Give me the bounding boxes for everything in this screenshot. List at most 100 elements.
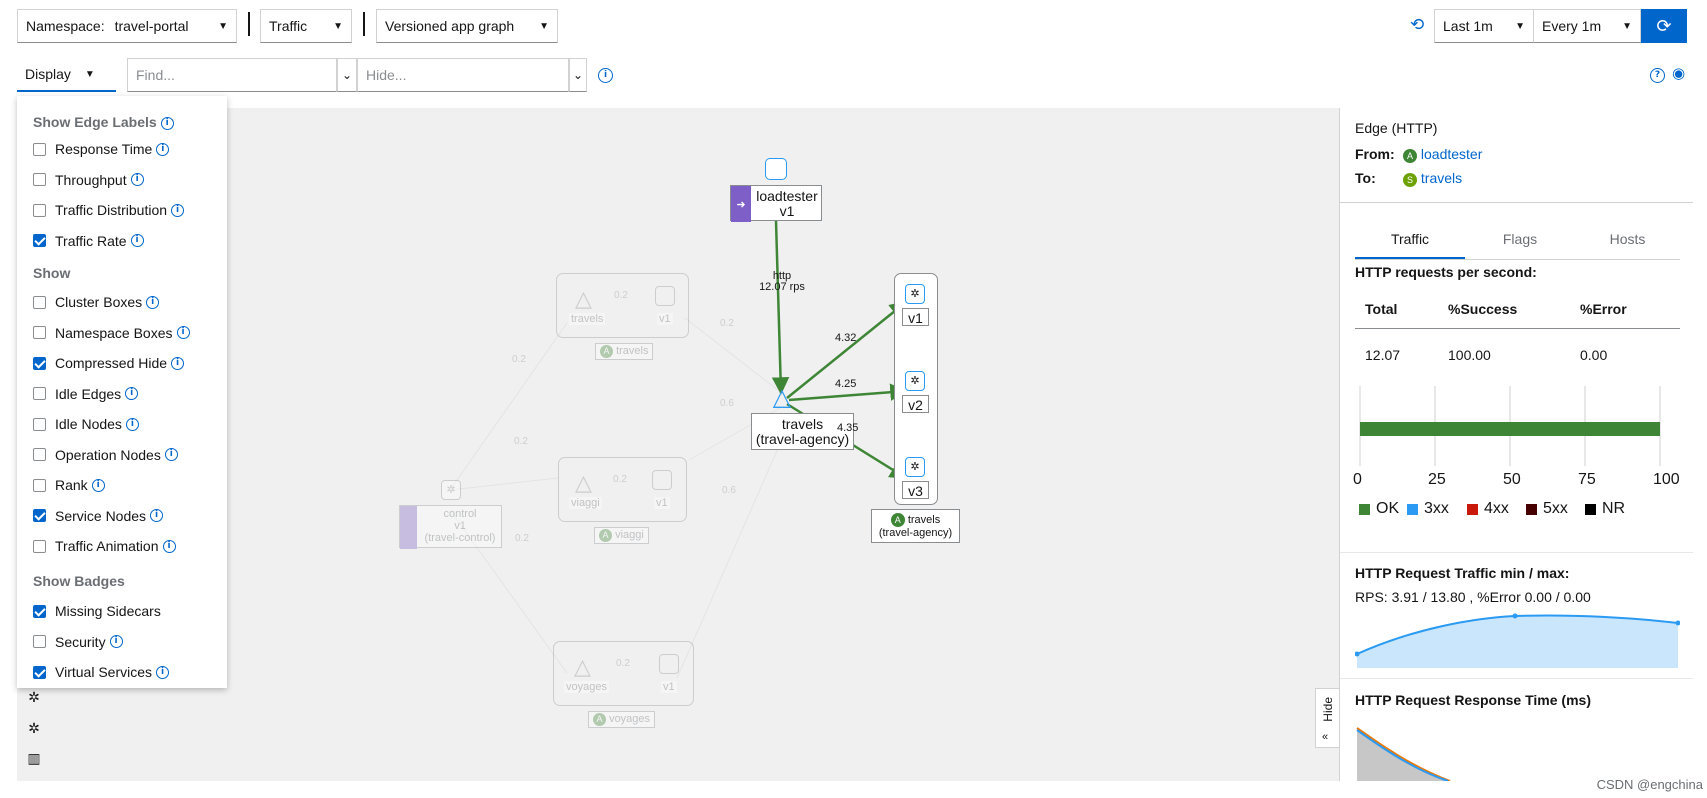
legend-map-icon[interactable]: ▥ <box>27 749 41 766</box>
graph-mode-select[interactable]: Traffic ▼ <box>260 9 352 43</box>
version-node-v2[interactable]: v2 <box>902 395 929 413</box>
checkbox[interactable] <box>33 173 46 186</box>
layout-cose-icon[interactable]: ✲ <box>28 719 40 736</box>
option-label: Security <box>55 633 106 650</box>
tab-hosts[interactable]: Hosts <box>1609 231 1646 247</box>
info-icon[interactable]: i <box>146 295 160 309</box>
tab-traffic[interactable]: Traffic <box>1355 221 1465 260</box>
from-link[interactable]: loadtester <box>1420 146 1483 162</box>
info-icon[interactable]: i <box>125 387 139 400</box>
legend-item[interactable]: OK <box>1359 500 1399 518</box>
checkbox[interactable] <box>33 635 46 648</box>
version-node-v1[interactable]: v1 <box>902 308 929 326</box>
checkbox[interactable] <box>33 665 46 679</box>
find-input[interactable]: Find... <box>127 58 337 92</box>
edge-travels-v1[interactable] <box>786 300 908 399</box>
hide-panel-toggle[interactable]: Hide « <box>1315 688 1339 748</box>
service-triangle-icon[interactable]: △ <box>772 384 792 411</box>
display-option-missing-sidecars[interactable]: Missing Sidecars <box>33 603 161 619</box>
checkbox[interactable] <box>33 539 46 553</box>
info-icon[interactable]: i <box>91 478 105 492</box>
faint-app-box-voyages[interactable]: △ 0.2 voyages v1 <box>553 641 694 706</box>
display-select[interactable]: Display ▼ <box>17 58 116 92</box>
version-node-v3[interactable]: v3 <box>902 481 929 499</box>
ok-bar[interactable] <box>1360 422 1660 436</box>
edge-travels-v2[interactable] <box>788 383 908 402</box>
info-icon[interactable]: i <box>125 417 139 431</box>
legend-item[interactable]: NR <box>1585 500 1625 518</box>
checkbox[interactable] <box>33 326 46 339</box>
checkbox[interactable] <box>33 295 46 309</box>
graph-type-select[interactable]: Versioned app graph ▼ <box>376 9 558 43</box>
refresh-button[interactable]: ⟳ <box>1641 9 1687 43</box>
edge-loadtester-travels[interactable] <box>771 220 790 395</box>
faint-app-box-travels[interactable]: △ 0.2 travels v1 <box>556 273 689 338</box>
checkbox[interactable] <box>33 448 46 461</box>
legend-item[interactable]: 5xx <box>1526 500 1568 518</box>
graph-canvas[interactable]: 0.2 0.2 0.2 0.2 0.6 0.6 △ 0.2 travels v1… <box>17 108 1339 781</box>
hide-history-toggle[interactable]: ⌄ <box>569 58 587 92</box>
info-icon[interactable]: i <box>176 326 190 339</box>
checkbox[interactable] <box>33 203 46 217</box>
faint-node-control[interactable]: control v1 (travel-control) <box>399 505 502 549</box>
info-icon[interactable]: i <box>130 234 144 247</box>
to-link[interactable]: travels <box>1420 170 1463 186</box>
info-icon[interactable]: i <box>150 509 164 522</box>
root-workload-icon[interactable] <box>765 158 787 180</box>
info-icon[interactable]: i <box>156 142 170 156</box>
checkbox[interactable] <box>33 142 46 156</box>
checkbox[interactable] <box>33 604 46 618</box>
workload-icon[interactable]: ✲ <box>905 371 925 391</box>
node-loadtester[interactable]: ➜ loadtester v1 <box>730 185 822 222</box>
filter-info-icon[interactable]: i <box>594 66 613 83</box>
legend-item[interactable]: 4xx <box>1467 500 1509 518</box>
refresh-interval-select[interactable]: Every 1m ▼ <box>1533 9 1641 43</box>
info-icon[interactable]: i <box>164 448 178 461</box>
find-history-toggle[interactable]: ⌄ <box>337 58 357 92</box>
faint-service-node-icon[interactable]: ✲ <box>441 480 461 500</box>
namespace-select[interactable]: Namespace: travel-portal ▼ <box>17 9 237 43</box>
checkbox[interactable] <box>33 509 46 522</box>
checkbox[interactable] <box>33 356 46 370</box>
checkbox[interactable] <box>33 387 46 400</box>
hide-input[interactable]: Hide... <box>357 58 569 92</box>
layout-default-icon[interactable]: ✲ <box>28 688 40 705</box>
workload-icon[interactable]: ✲ <box>905 284 925 304</box>
option-label: Virtual Services <box>55 664 153 680</box>
info-icon[interactable]: i <box>162 539 176 553</box>
tab-flags[interactable]: Flags <box>1502 231 1538 247</box>
graph-tour-icon[interactable]: ◉ <box>1672 64 1686 82</box>
info-icon[interactable]: i <box>171 356 185 370</box>
option-label: Missing Sidecars <box>55 603 161 619</box>
faint-app-box-viaggi[interactable]: △ 0.2 viaggi v1 <box>558 457 687 522</box>
duration-select[interactable]: Last 1m ▼ <box>1434 9 1534 43</box>
help-icon[interactable]: ? <box>1650 66 1665 83</box>
info-icon[interactable]: i <box>171 203 185 217</box>
info-icon[interactable]: i <box>130 173 144 186</box>
history-icon[interactable]: ⟲ <box>1410 15 1425 35</box>
checkbox[interactable] <box>33 234 46 247</box>
node-travels-service[interactable]: travels (travel-agency) <box>751 413 854 450</box>
workload-icon[interactable]: ✲ <box>905 457 925 477</box>
checkbox[interactable] <box>33 417 46 431</box>
info-icon[interactable]: i <box>160 116 174 130</box>
legend-item[interactable]: 3xx <box>1407 500 1449 518</box>
info-icon[interactable]: i <box>109 635 123 648</box>
checkbox[interactable] <box>33 478 46 492</box>
info-icon[interactable]: i <box>156 665 170 679</box>
